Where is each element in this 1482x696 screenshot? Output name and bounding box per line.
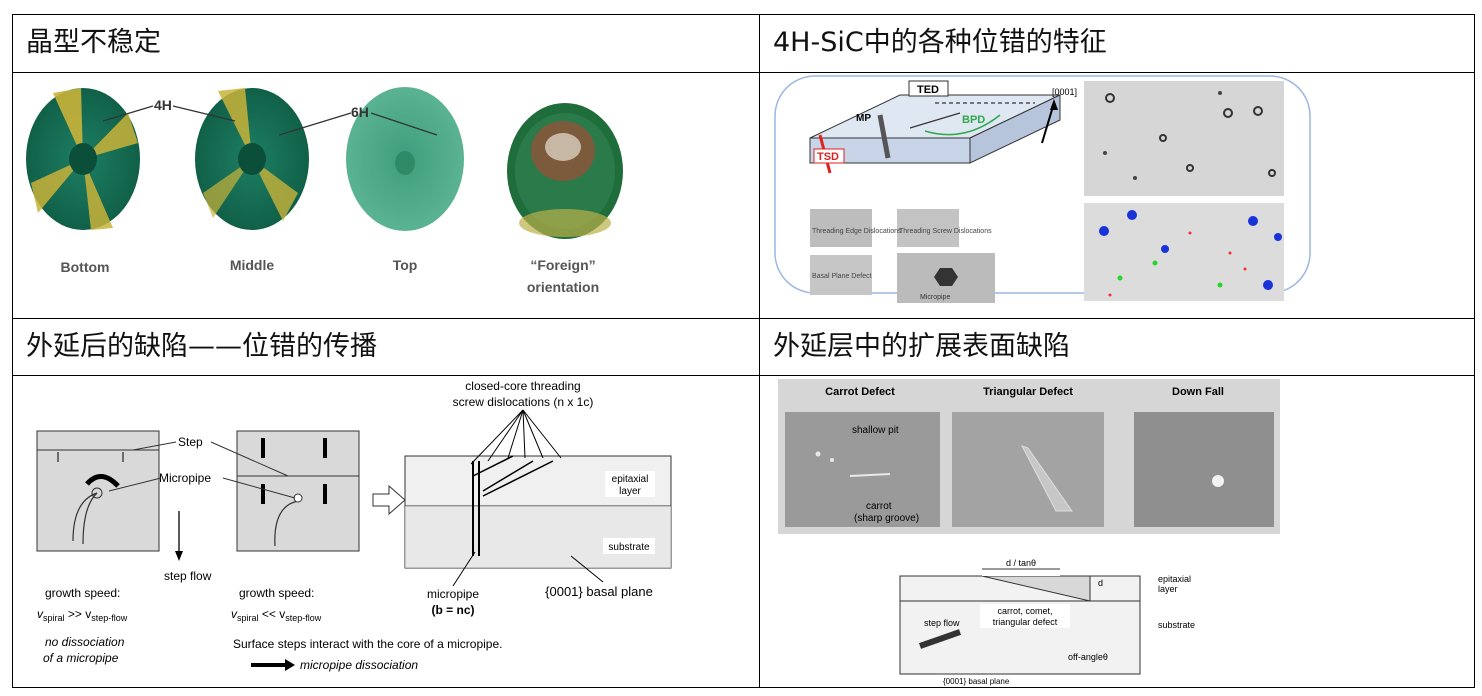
crystal-block-diagram: TED BPD TSD MP [0001] (809, 80, 1077, 174)
wafer-foreign (507, 103, 623, 239)
wafer-top (346, 87, 464, 231)
label-shallow-pit: shallow pit (852, 425, 899, 436)
micrograph-carrot (785, 412, 940, 527)
label-down-fall: Down Fall (1172, 386, 1224, 398)
micrograph-raw (1084, 81, 1284, 196)
caption-bottom: Bottom (61, 259, 110, 275)
label-speed-1: vspiral >> vstep-flow (37, 607, 128, 623)
label-b-nc: (b = nc) (431, 603, 474, 617)
label-step: Step (178, 435, 203, 449)
caption-middle: Middle (230, 257, 275, 273)
label-mp: MP (856, 113, 871, 124)
label-basal-plane: {0001} basal plane (545, 584, 653, 599)
thumb-bpd (810, 255, 872, 295)
label-substrate-2: substrate (1158, 620, 1195, 630)
label-sharp-groove: (sharp groove) (854, 513, 919, 524)
label-growth-speed-2: growth speed: (239, 586, 314, 600)
column-divider (759, 15, 760, 687)
micrograph-classified (1084, 203, 1284, 301)
label-micropipe-bottom: micropipe (427, 587, 479, 601)
label-d-tan: d / tanθ (1006, 558, 1036, 568)
label-tsd: TSD (817, 151, 839, 163)
thumb-bpd-label: Basal Plane Defect (812, 273, 872, 280)
thumb-ted-label: Threading Edge Dislocations (812, 228, 902, 235)
label-0001-axis: [0001] (1052, 87, 1077, 97)
row-divider (13, 375, 1474, 376)
label-speed-2: vspiral << vstep-flow (231, 607, 322, 623)
label-carrot: carrot (866, 501, 892, 512)
label-layer: layer (619, 486, 641, 497)
dislocation-figure: TED BPD TSD MP [0001] Threading Edge Dis… (760, 73, 1475, 318)
label-step-flow: step flow (164, 569, 212, 583)
label-off-angle: off-angleθ (1068, 652, 1108, 662)
row-divider (13, 72, 1474, 73)
micrograph-triangular (952, 412, 1104, 527)
label-dissociation: micropipe dissociation (300, 658, 418, 672)
label-bpd: BPD (962, 114, 985, 126)
label-micropipe: Micropipe (159, 471, 211, 485)
thumb-micropipe-label: Micropipe (920, 294, 950, 301)
label-epitaxial: epitaxial (612, 474, 649, 485)
wafer-polytype-figure: 4H 6H Bottom Middle Top “Foreign” orient… (13, 73, 759, 318)
caption-foreign: “Foreign” (530, 257, 595, 273)
label-4h: 4H (154, 97, 172, 113)
label-carrot-defect: Carrot Defect (825, 386, 895, 398)
label-layer-2: layer (1158, 584, 1178, 594)
caption-top: Top (393, 257, 418, 273)
label-d: d (1098, 578, 1103, 588)
label-basal-plane-2: {0001} basal plane (943, 677, 1010, 686)
wafer-bottom (26, 88, 140, 230)
label-closed-core-2: screw dislocations (n x 1c) (453, 395, 594, 409)
label-no-dissociation-2: of a micropipe (43, 651, 119, 665)
label-triangular-defect: Triangular Defect (983, 386, 1073, 398)
header-polytype-instability: 晶型不稳定 (26, 27, 161, 58)
header-dislocation-characteristics: 4H-SiC中的各种位错的特征 (773, 27, 1107, 58)
table-grid: 晶型不稳定 4H-SiC中的各种位错的特征 外延后的缺陷——位错的传播 外延层中… (12, 14, 1475, 688)
surface-defects-figure: Carrot Defect Triangular Defect Down Fal… (760, 376, 1475, 689)
label-carrot-comet-2: triangular defect (993, 617, 1058, 627)
label-no-dissociation-1: no dissociation (45, 635, 125, 649)
label-growth-speed-1: growth speed: (45, 586, 120, 600)
micropipe-dissociation-figure: step flow Step Micropipe (13, 376, 759, 689)
header-dislocation-propagation: 外延后的缺陷——位错的传播 (26, 331, 377, 362)
micrograph-downfall (1134, 412, 1274, 527)
label-ted: TED (917, 84, 939, 96)
label-step-flow-2: step flow (924, 618, 960, 628)
wafer-middle (195, 88, 309, 230)
header-surface-defects: 外延层中的扩展表面缺陷 (773, 331, 1070, 362)
thumb-tsd-label: Threading Screw Dislocations (899, 228, 992, 235)
label-epitaxial-2: epitaxial (1158, 574, 1191, 584)
label-6h: 6H (351, 104, 369, 120)
label-closed-core-1: closed-core threading (465, 379, 580, 393)
label-surface-steps: Surface steps interact with the core of … (233, 637, 502, 651)
label-substrate: substrate (608, 542, 650, 553)
thumb-ted (810, 209, 872, 247)
thumb-tsd (897, 209, 959, 247)
label-carrot-comet-1: carrot, comet, (997, 606, 1052, 616)
row-divider (13, 318, 1474, 319)
caption-orientation: orientation (527, 279, 599, 295)
